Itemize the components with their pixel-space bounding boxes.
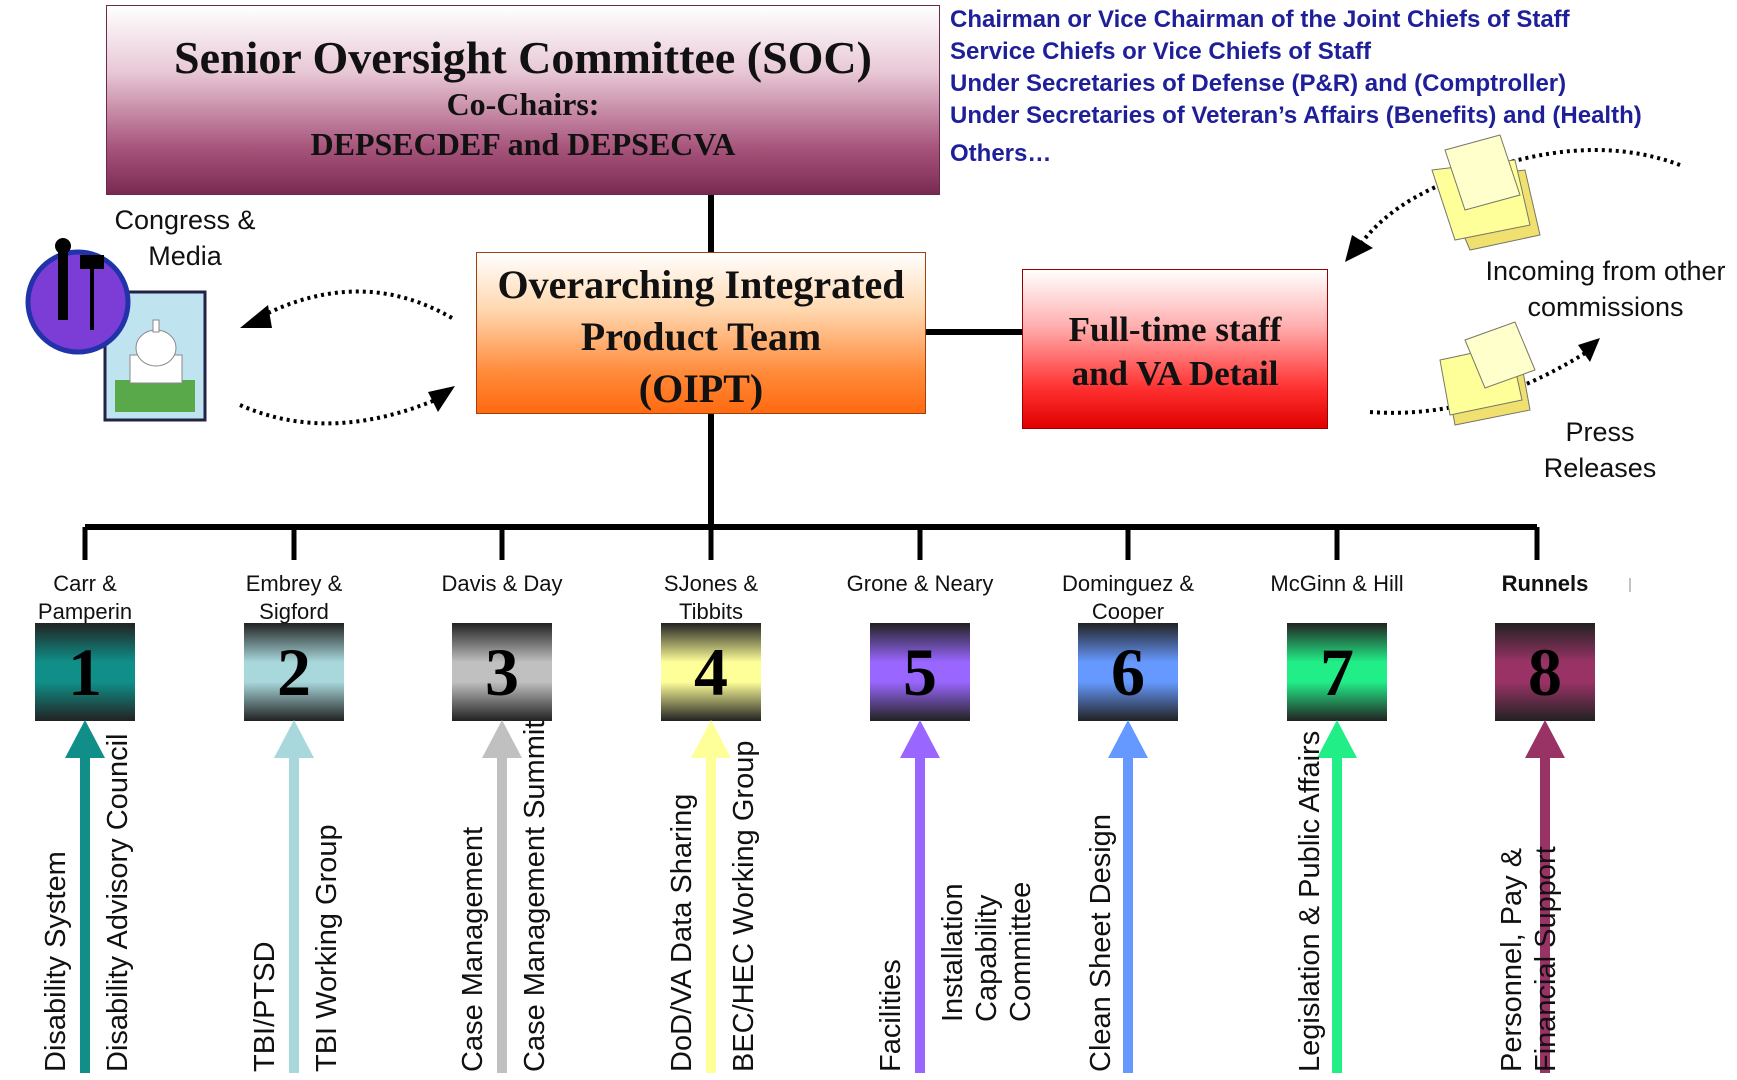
- line-item-label: BEC/HEC Working Group: [728, 740, 760, 1072]
- soc-box: Senior Oversight Committee (SOC) Co-Chai…: [106, 5, 940, 195]
- line-number-box: 5: [870, 623, 970, 721]
- soc-member: Others…: [950, 140, 1052, 167]
- line-number-box: 1: [35, 623, 135, 721]
- line-leads: Davis & Day: [441, 571, 563, 596]
- line-leads: McGinn & Hill: [1270, 571, 1404, 596]
- soc-member: Chairman or Vice Chairman of the Joint C…: [950, 6, 1570, 33]
- soc-title: Senior Oversight Committee (SOC): [174, 32, 872, 83]
- oipt-box: Overarching Integrated Product Team (OIP…: [476, 252, 926, 414]
- paper-stack-icon: [1439, 321, 1536, 426]
- oipt-line: Overarching Integrated: [497, 262, 905, 307]
- oipt-line: Product Team: [580, 314, 822, 359]
- line-item-label: TBI Working Group: [311, 824, 343, 1072]
- line-number-box: 2: [244, 623, 344, 721]
- oipt-line: (OIPT): [638, 366, 764, 411]
- line-number-box: 8: [1495, 623, 1595, 721]
- line-number-box: 7: [1287, 623, 1387, 721]
- line-leads: Carr & Pamperin: [37, 571, 133, 624]
- line-leads: SJones & Tibbits: [663, 571, 759, 624]
- line-item-label: Case Management: [457, 826, 489, 1072]
- line-item-label: Installation Capability Committee: [937, 881, 1037, 1022]
- staff-line: and VA Detail: [1071, 354, 1279, 393]
- congress-media-label: Congress & Media: [114, 205, 256, 271]
- staff-box: Full-time staff and VA Detail: [1022, 269, 1328, 429]
- soc-cochairs-label: Co-Chairs:: [446, 86, 600, 122]
- paper-stack-icon: [1431, 134, 1541, 251]
- line-item-label: Legislation & Public Affairs: [1294, 730, 1326, 1072]
- line-leads: Runnels: [1501, 571, 1589, 596]
- up-arrow-icon: [900, 720, 940, 1073]
- incoming-label: Incoming from other commissions: [1485, 256, 1726, 322]
- line-item-label: Case Management Summit: [519, 720, 551, 1072]
- capitol-camera-icon: [25, 238, 207, 422]
- line-item-label: Facilities: [875, 959, 907, 1072]
- line-item-label: Disability System: [40, 851, 72, 1072]
- line-number-box: 6: [1078, 623, 1178, 721]
- line-item-label: TBI/PTSD: [249, 941, 281, 1072]
- line-leads: Grone & Neary: [846, 571, 994, 596]
- up-arrow-icon: [65, 720, 105, 1073]
- soc-member: Under Secretaries of Defense (P&R) and (…: [950, 70, 1567, 97]
- up-arrow-icon: [274, 720, 314, 1073]
- line-number-box: 3: [452, 623, 552, 721]
- staff-line: Full-time staff: [1068, 310, 1282, 349]
- soc-members-list: Chairman or Vice Chairman of the Joint C…: [950, 4, 1642, 170]
- up-arrow-icon: [691, 720, 731, 1073]
- soc-member: Service Chiefs or Vice Chiefs of Staff: [950, 38, 1372, 65]
- line-item-label: Disability Advisory Council: [102, 733, 134, 1072]
- line-item-label: DoD/VA Data Sharing: [666, 793, 698, 1072]
- soc-member: Under Secretaries of Veteran’s Affairs (…: [950, 102, 1642, 129]
- line-item-label: Personnel, Pay & Financial Support: [1496, 846, 1562, 1072]
- line-leads: Dominguez & Cooper: [1061, 571, 1195, 624]
- line-number-box: 4: [661, 623, 761, 721]
- press-releases-label: Press Releases: [1543, 417, 1657, 483]
- line-leads: Embrey & Sigford: [245, 571, 343, 624]
- up-arrow-icon: [1317, 720, 1357, 1073]
- line-item-label: Clean Sheet Design: [1085, 814, 1117, 1072]
- up-arrow-icon: [482, 720, 522, 1073]
- up-arrow-icon: [1108, 720, 1148, 1073]
- up-arrow-icon: [1525, 720, 1565, 1073]
- soc-cochairs: DEPSECDEF and DEPSECVA: [310, 126, 736, 162]
